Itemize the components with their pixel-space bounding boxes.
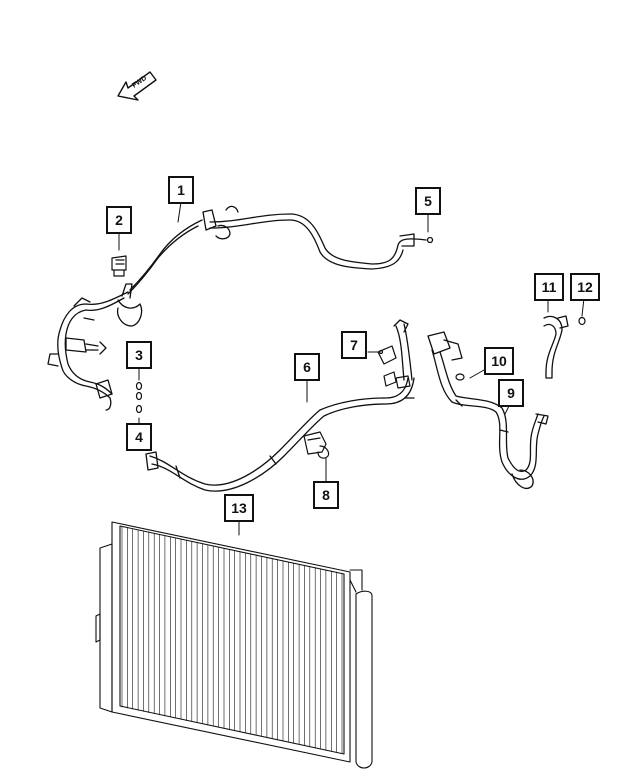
leader-lines	[118, 201, 585, 536]
callout-3: 3	[126, 341, 152, 369]
pressure-transducer	[111, 255, 127, 277]
callout-8: 8	[313, 481, 339, 509]
ac-condenser	[95, 521, 373, 769]
hose-o-ring	[578, 316, 586, 326]
service-valve	[303, 431, 330, 459]
callout-2: 2	[106, 206, 132, 234]
suction-o-ring	[455, 373, 465, 381]
forward-arrow-icon: FWD	[117, 71, 157, 101]
o-rings	[135, 381, 143, 414]
condenser-fins	[121, 526, 343, 754]
callout-5: 5	[415, 187, 441, 215]
callout-4: 4	[126, 423, 152, 451]
callout-13: 13	[224, 494, 254, 522]
callout-6: 6	[294, 353, 320, 381]
callout-7: 7	[341, 331, 367, 359]
callout-12: 12	[570, 273, 600, 301]
callout-10: 10	[484, 347, 514, 375]
line-bracket	[377, 345, 411, 389]
discharge-line	[145, 319, 415, 492]
callout-9: 9	[498, 379, 524, 407]
callout-1: 1	[168, 176, 194, 204]
callout-11: 11	[534, 273, 564, 301]
liquid-line-assembly	[47, 205, 434, 411]
suction-line	[427, 331, 549, 489]
hose-section	[543, 315, 569, 379]
